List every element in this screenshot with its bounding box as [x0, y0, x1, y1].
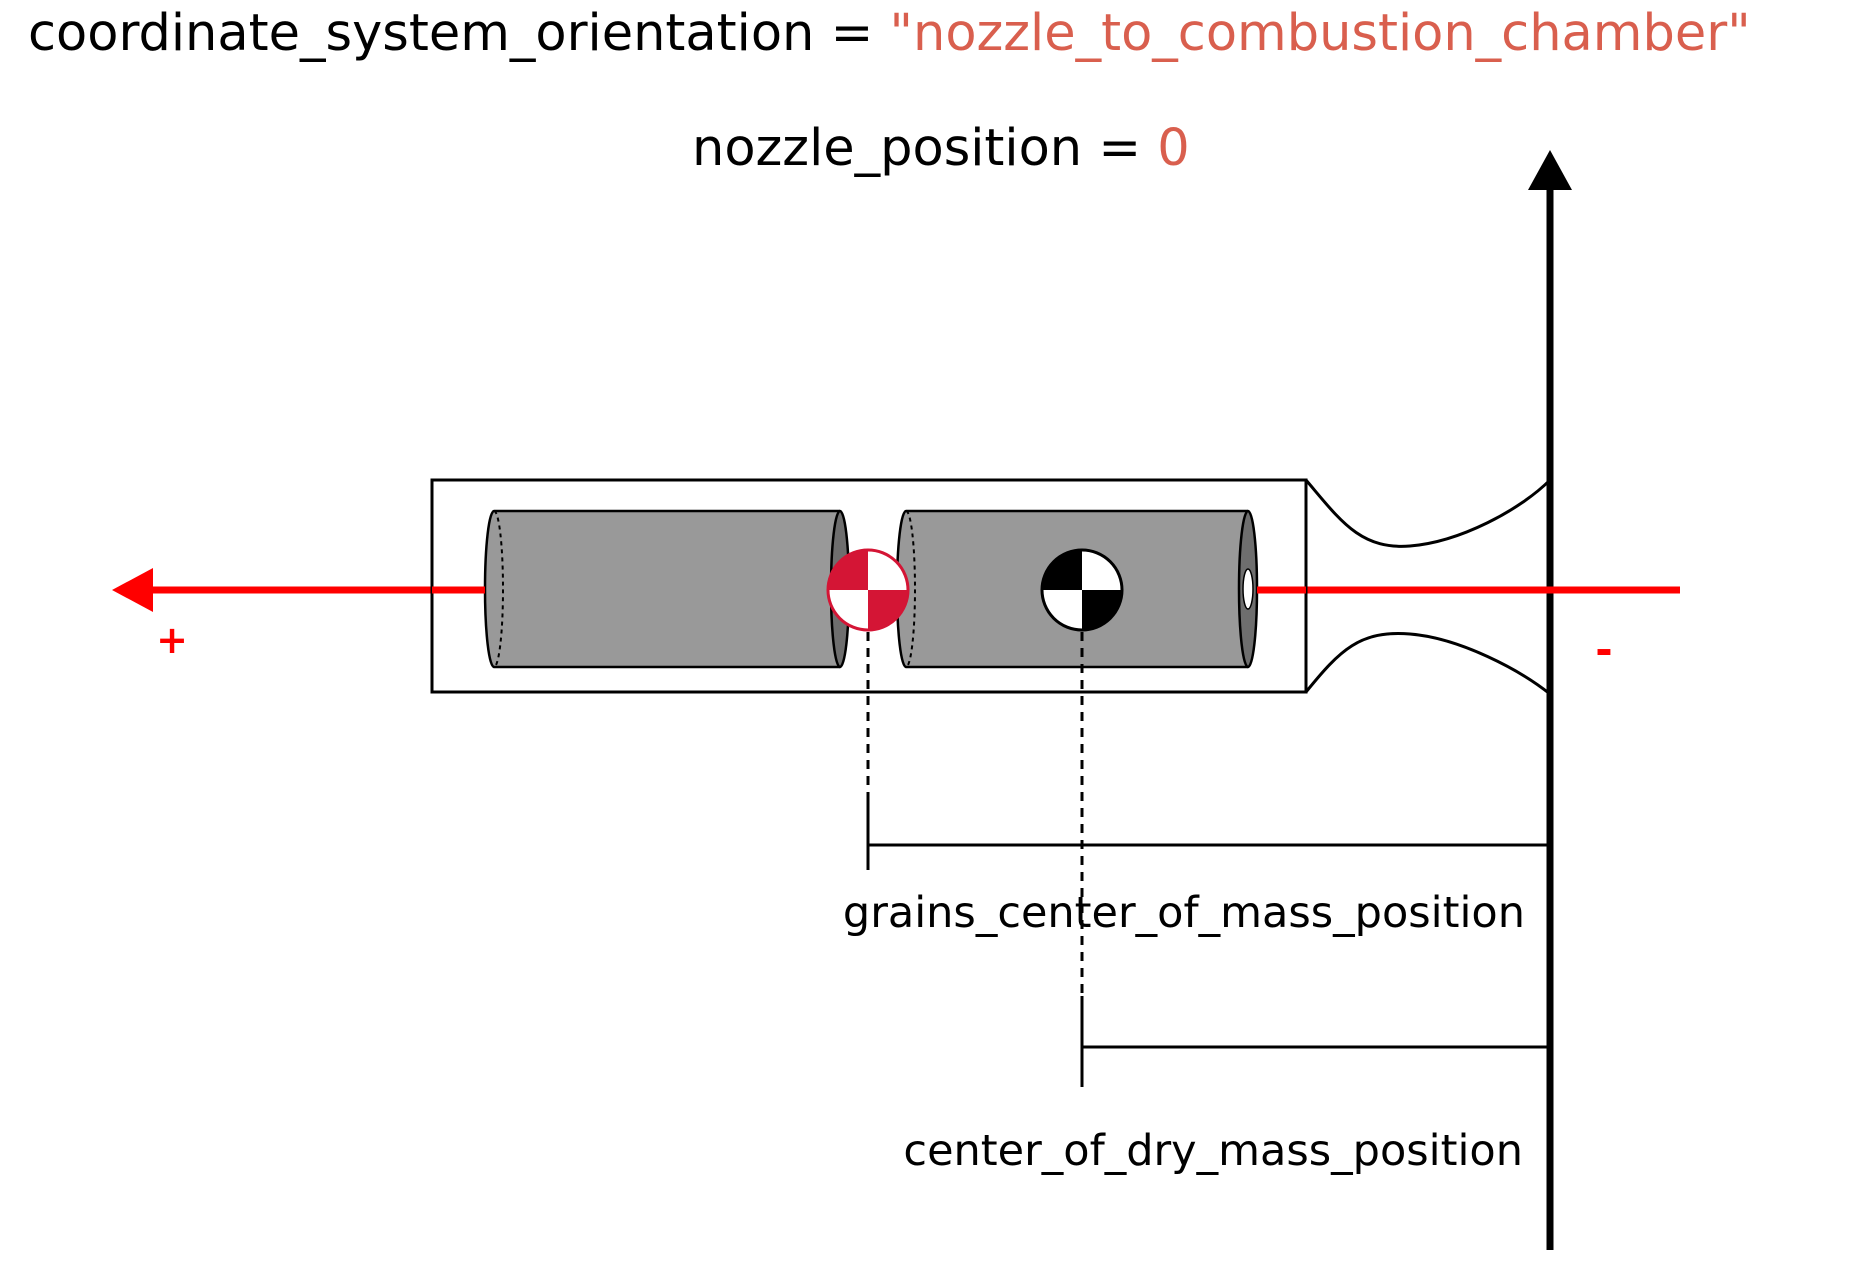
grains-cm-marker-quadrant-tl [828, 550, 868, 590]
grain-1-body [494, 511, 840, 667]
propellant-grain-1 [483, 509, 851, 669]
grain-2-front-hidden-edge [905, 510, 916, 668]
combustion-chamber [430, 478, 1308, 694]
center-of-mass-icon [1040, 548, 1124, 632]
nozzle-position-value: 0 [1157, 119, 1189, 178]
arrow-up-icon [1528, 150, 1572, 190]
nozzle-position-key: nozzle_position [692, 119, 1082, 178]
orientation-key: coordinate_system_orientation [28, 4, 814, 63]
dry-cm-marker-quadrant-br [1082, 590, 1122, 630]
grain-2-port [1242, 568, 1254, 610]
grains-cm-position-label: grains_center_of_mass_position [843, 888, 1525, 938]
orientation-equals: = [814, 4, 889, 63]
center-of-mass-icon [826, 548, 910, 632]
grains-cm-marker-quadrant-br [868, 590, 908, 630]
nozzle-lower-contour [1304, 632, 1551, 696]
minus-label: - [1595, 625, 1612, 674]
arrow-left-icon [112, 568, 153, 612]
dry-cm-marker-quadrant-tl [1042, 550, 1082, 590]
grain-1-front-hidden-edge [493, 510, 504, 668]
dry-cm-position-label: center_of_dry_mass_position [903, 1126, 1523, 1176]
plus-label: + [156, 618, 188, 662]
orientation-line: coordinate_system_orientation = "nozzle_… [28, 4, 1751, 63]
nozzle-position-equals: = [1082, 119, 1157, 178]
orientation-value: "nozzle_to_combustion_chamber" [890, 4, 1751, 63]
nozzle-upper-contour [1304, 478, 1552, 548]
nozzle-position-line: nozzle_position = 0 [692, 119, 1190, 178]
grain-1-front-cap [483, 509, 495, 669]
